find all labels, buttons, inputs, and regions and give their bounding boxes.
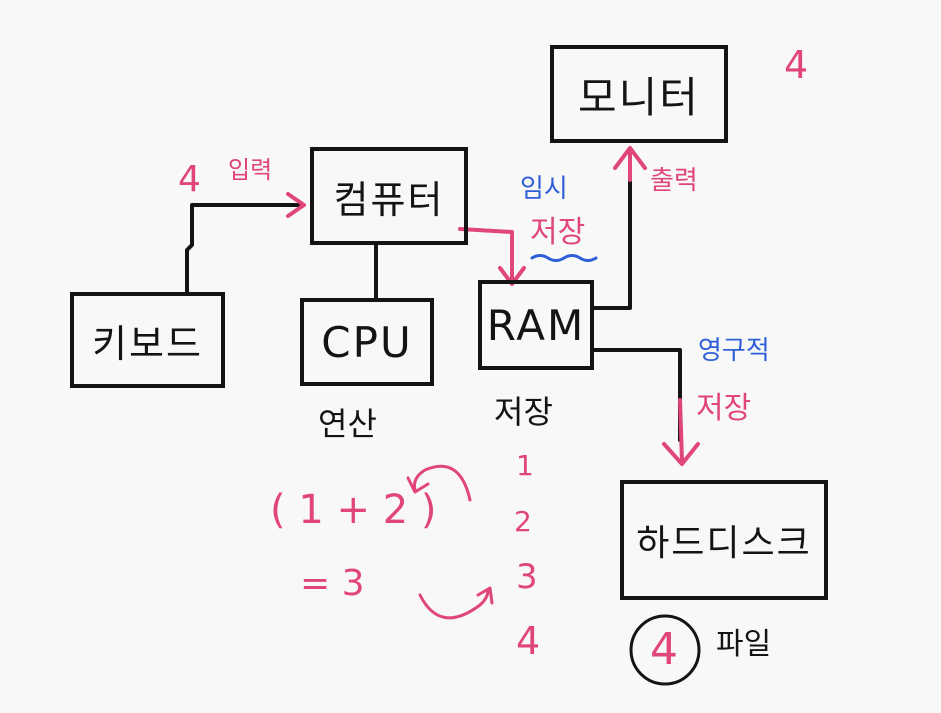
- keyboard-label: 키보드: [92, 321, 203, 366]
- keyboard-to-computer-line: [185, 203, 302, 296]
- input-number: 4: [178, 159, 201, 200]
- monitor-label: 모니터: [578, 72, 700, 122]
- temp-storage-underline: [530, 254, 598, 262]
- computer-to-ram-arrow-head: [498, 266, 526, 286]
- temp-label-1: 임시: [520, 174, 568, 204]
- loop-arrow-bottom: [418, 588, 490, 620]
- monitor-box: 모니터: [550, 45, 728, 143]
- ram-to-harddisk-line: [590, 348, 682, 442]
- cpu-label: CPU: [321, 317, 413, 367]
- loop-arrow-bottom-head: [476, 586, 494, 605]
- input-arrow-head: [286, 192, 306, 218]
- perm-label-2: 저장: [696, 391, 752, 426]
- temp-label-2: 저장: [530, 215, 586, 250]
- input-label: 입력: [228, 156, 273, 184]
- cpu-caption: 연산: [318, 405, 377, 443]
- file-number: 4: [650, 624, 678, 675]
- ram-to-harddisk-arrow: [662, 398, 700, 466]
- expression-line-1: ( 1 + 2 ): [270, 487, 437, 533]
- computer-box: 컴퓨터: [310, 147, 468, 245]
- perm-label-1: 영구적: [698, 336, 770, 366]
- ram-caption: 저장: [494, 393, 553, 431]
- ram-box: RAM: [478, 280, 594, 370]
- memory-slot-4: 4: [516, 619, 541, 663]
- output-arrow-head: [613, 146, 647, 182]
- output-label: 출력: [650, 166, 698, 196]
- file-number-circle: [629, 614, 701, 686]
- harddisk-label: 하드디스크: [636, 523, 812, 564]
- loop-arrow-top: [413, 464, 472, 502]
- file-label: 파일: [716, 627, 772, 662]
- computer-to-ram-arrow: [458, 227, 514, 284]
- cpu-box: CPU: [300, 298, 434, 386]
- expression-line-2: = 3: [300, 563, 365, 604]
- memory-slot-2: 2: [514, 505, 532, 538]
- loop-arrow-top-head: [406, 476, 430, 494]
- memory-slot-3: 3: [516, 557, 538, 597]
- memory-slot-1: 1: [516, 449, 534, 482]
- computer-label: 컴퓨터: [333, 177, 445, 222]
- ram-to-monitor-line: [590, 163, 632, 310]
- harddisk-box: 하드디스크: [620, 480, 828, 600]
- keyboard-box: 키보드: [70, 292, 225, 388]
- top-right-number: 4: [784, 43, 809, 87]
- ram-label: RAM: [486, 300, 586, 350]
